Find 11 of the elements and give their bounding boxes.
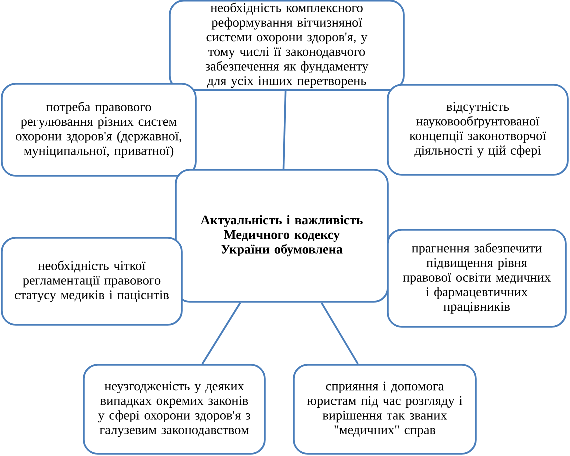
outer-box: неузгодженість у деяких випадках окремих законів у сфері охорони здоров'я з галузевим законодавством — [83, 364, 266, 455]
outer-box: необхідність комплексного реформування вітчизняної системи охорони здоров'я, у тому числі її законодавчого забезпечення як фундаменту для усіх інших перетворень — [169, 0, 405, 92]
central-box: Актуальність і важливість Медичного кодексу України обумовлена — [175, 169, 389, 303]
outer-box: прагнення забезпечити підвищення рівня правової освіти медичних і фармацевтичних працівників — [387, 229, 567, 328]
outer-box: потреба правового регулювання різних систем охорони здоров'я (державної, муніципальної, приватної) — [1, 83, 197, 177]
outer-box: відсутність науковообґрунтованої концепції законотворчої діяльності у цій сфері — [387, 84, 569, 176]
connector-line — [320, 302, 359, 365]
connector-line — [282, 91, 287, 170]
outer-box: необхідність чіткої регламентації правового статусу медиків і пацієнтів — [1, 237, 183, 326]
connector-line — [202, 302, 242, 365]
outer-box: сприяння і допомога юристам під час розгляду і вирішення так званих "медичних" справ — [293, 364, 477, 455]
